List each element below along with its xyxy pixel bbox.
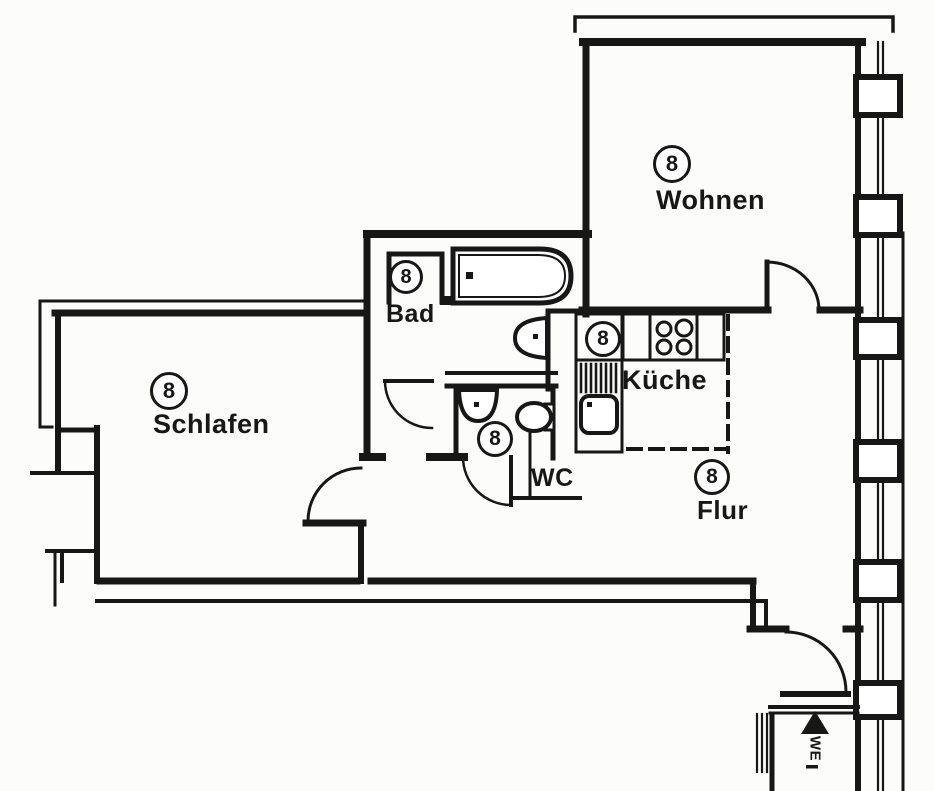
unit-badge-bad: 8 bbox=[389, 260, 423, 294]
unit-badge-wohnen: 8 bbox=[653, 145, 691, 183]
unit-badge-kueche: 8 bbox=[585, 321, 621, 357]
unit-badge-schlafen: 8 bbox=[150, 372, 188, 410]
room-label-schlafen: Schlafen bbox=[153, 409, 270, 439]
kitchen-open-boundary bbox=[626, 314, 730, 454]
stove-burners-icon bbox=[655, 318, 694, 356]
bathtub-icon bbox=[450, 246, 574, 306]
entrance-door bbox=[746, 625, 864, 791]
room-label-kueche: Küche bbox=[622, 365, 708, 395]
wc-door bbox=[461, 455, 513, 507]
hall-door bbox=[383, 379, 434, 430]
kitchen-hatch-icon bbox=[579, 362, 618, 394]
entrance-arrow-icon bbox=[801, 711, 829, 734]
schlafen-door bbox=[306, 466, 363, 523]
bad-washbasin-icon bbox=[512, 315, 549, 361]
facade-wall bbox=[853, 39, 905, 791]
walls bbox=[30, 15, 895, 632]
room-label-bad: Bad bbox=[386, 300, 435, 328]
room-label-flur: Flur bbox=[697, 495, 749, 525]
wohnen-door bbox=[764, 259, 821, 313]
toilet-icon bbox=[515, 401, 556, 433]
unit-badge-wc: 8 bbox=[477, 421, 513, 457]
entrance-marker-dash bbox=[806, 765, 818, 769]
entrance-marker-label: WE bbox=[806, 735, 824, 762]
facade-pier-blocks bbox=[853, 74, 903, 720]
room-label-wc: WC bbox=[531, 464, 574, 492]
kitchen-sink-icon bbox=[579, 394, 619, 435]
kitchen-counter bbox=[574, 312, 726, 454]
room-label-wohnen: Wohnen bbox=[656, 185, 765, 215]
unit-badge-flur: 8 bbox=[694, 459, 730, 495]
wc-washbasin-icon bbox=[456, 388, 500, 424]
